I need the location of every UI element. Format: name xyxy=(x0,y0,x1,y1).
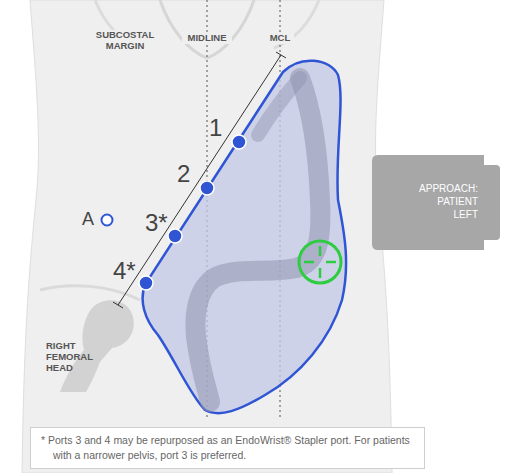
port-marker xyxy=(168,229,182,243)
approach-box: APPROACH: PATIENT LEFT xyxy=(372,155,500,250)
footnote-box: * Ports 3 and 4 may be repurposed as an … xyxy=(30,427,425,469)
anatomy-label: RIGHT FEMORAL HEAD xyxy=(46,341,102,374)
anatomy-label: SUBCOSTAL MARGIN xyxy=(91,30,159,52)
colon-bowel xyxy=(258,78,300,135)
box-outline xyxy=(372,155,500,250)
port-line-tick xyxy=(113,302,123,308)
rib-arc xyxy=(160,0,207,58)
pelvis-outline xyxy=(40,286,140,300)
target-crosshair xyxy=(319,246,322,256)
target-ring xyxy=(299,241,341,283)
assist-port-marker xyxy=(102,215,113,226)
port-marker xyxy=(232,135,246,149)
rib-arc xyxy=(207,0,254,58)
port-marker xyxy=(200,181,214,195)
guide-label: MCL xyxy=(266,33,294,44)
box-text: * Ports 3 and 4 may be repurposed as an … xyxy=(31,433,411,463)
box-shape xyxy=(372,155,500,250)
box-text: APPROACH: PATIENT LEFT xyxy=(414,182,478,221)
target-crosshair xyxy=(326,261,336,264)
port-line xyxy=(118,55,281,305)
callout-letter: A xyxy=(82,209,100,230)
colon-bowel xyxy=(195,78,320,402)
callout-number: 1 xyxy=(209,114,233,142)
port-line-tick xyxy=(276,52,286,58)
colon-region xyxy=(143,61,346,414)
guide-label: MIDLINE xyxy=(182,33,232,44)
callout-number: 4* xyxy=(113,257,143,285)
callout-number: 3* xyxy=(145,209,175,237)
port-marker xyxy=(139,276,153,290)
target-crosshair xyxy=(319,268,322,278)
target-crosshair xyxy=(304,261,314,264)
callout-number: 2 xyxy=(177,160,201,188)
torso-silhouette xyxy=(22,0,392,473)
